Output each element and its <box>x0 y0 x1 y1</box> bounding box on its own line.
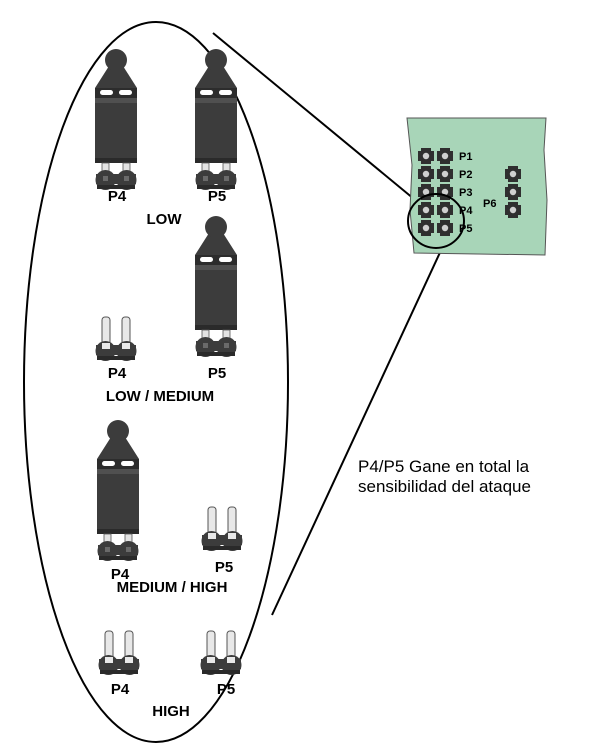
jumper-p4-low <box>94 48 138 191</box>
zoom-ellipse <box>23 21 289 743</box>
label-p5: P5 <box>217 681 235 698</box>
pcb-label-p1: P1 <box>459 151 472 163</box>
label-p4: P4 <box>108 365 127 382</box>
zoom-line-bottom <box>271 245 444 616</box>
caption-line-2: sensibilidad del ataque <box>358 477 531 496</box>
jumper-p5-low <box>194 48 238 191</box>
zoom-line-top <box>212 32 438 219</box>
label-p5: P5 <box>215 559 233 576</box>
jumper-p4-medium-high <box>96 419 140 562</box>
label-p4: P4 <box>108 188 127 205</box>
mode-medium-high: MEDIUM / HIGH <box>117 579 228 596</box>
pcb-label-p6: P6 <box>483 198 496 210</box>
pins-p4-open <box>95 316 137 362</box>
pcb-board: P1 P2 P3 P4 P5 P6 <box>406 117 548 256</box>
jumper-p5-low-medium <box>194 215 238 358</box>
label-p4: P4 <box>111 566 130 583</box>
label-p5: P5 <box>208 188 226 205</box>
pins-p4-high <box>98 630 140 676</box>
label-p4: P4 <box>111 681 130 698</box>
mode-low: LOW <box>147 211 183 228</box>
pcb-label-p3: P3 <box>459 187 472 199</box>
pcb-highlight-circle <box>407 193 465 249</box>
label-p5: P5 <box>208 365 226 382</box>
pins-p5-high <box>200 630 242 676</box>
pins-p5-open <box>201 506 243 552</box>
pcb-label-p2: P2 <box>459 169 472 181</box>
mode-high: HIGH <box>152 703 190 720</box>
mode-low-medium: LOW / MEDIUM <box>106 388 214 405</box>
caption-line-1: P4/P5 Gane en total la <box>358 457 530 476</box>
